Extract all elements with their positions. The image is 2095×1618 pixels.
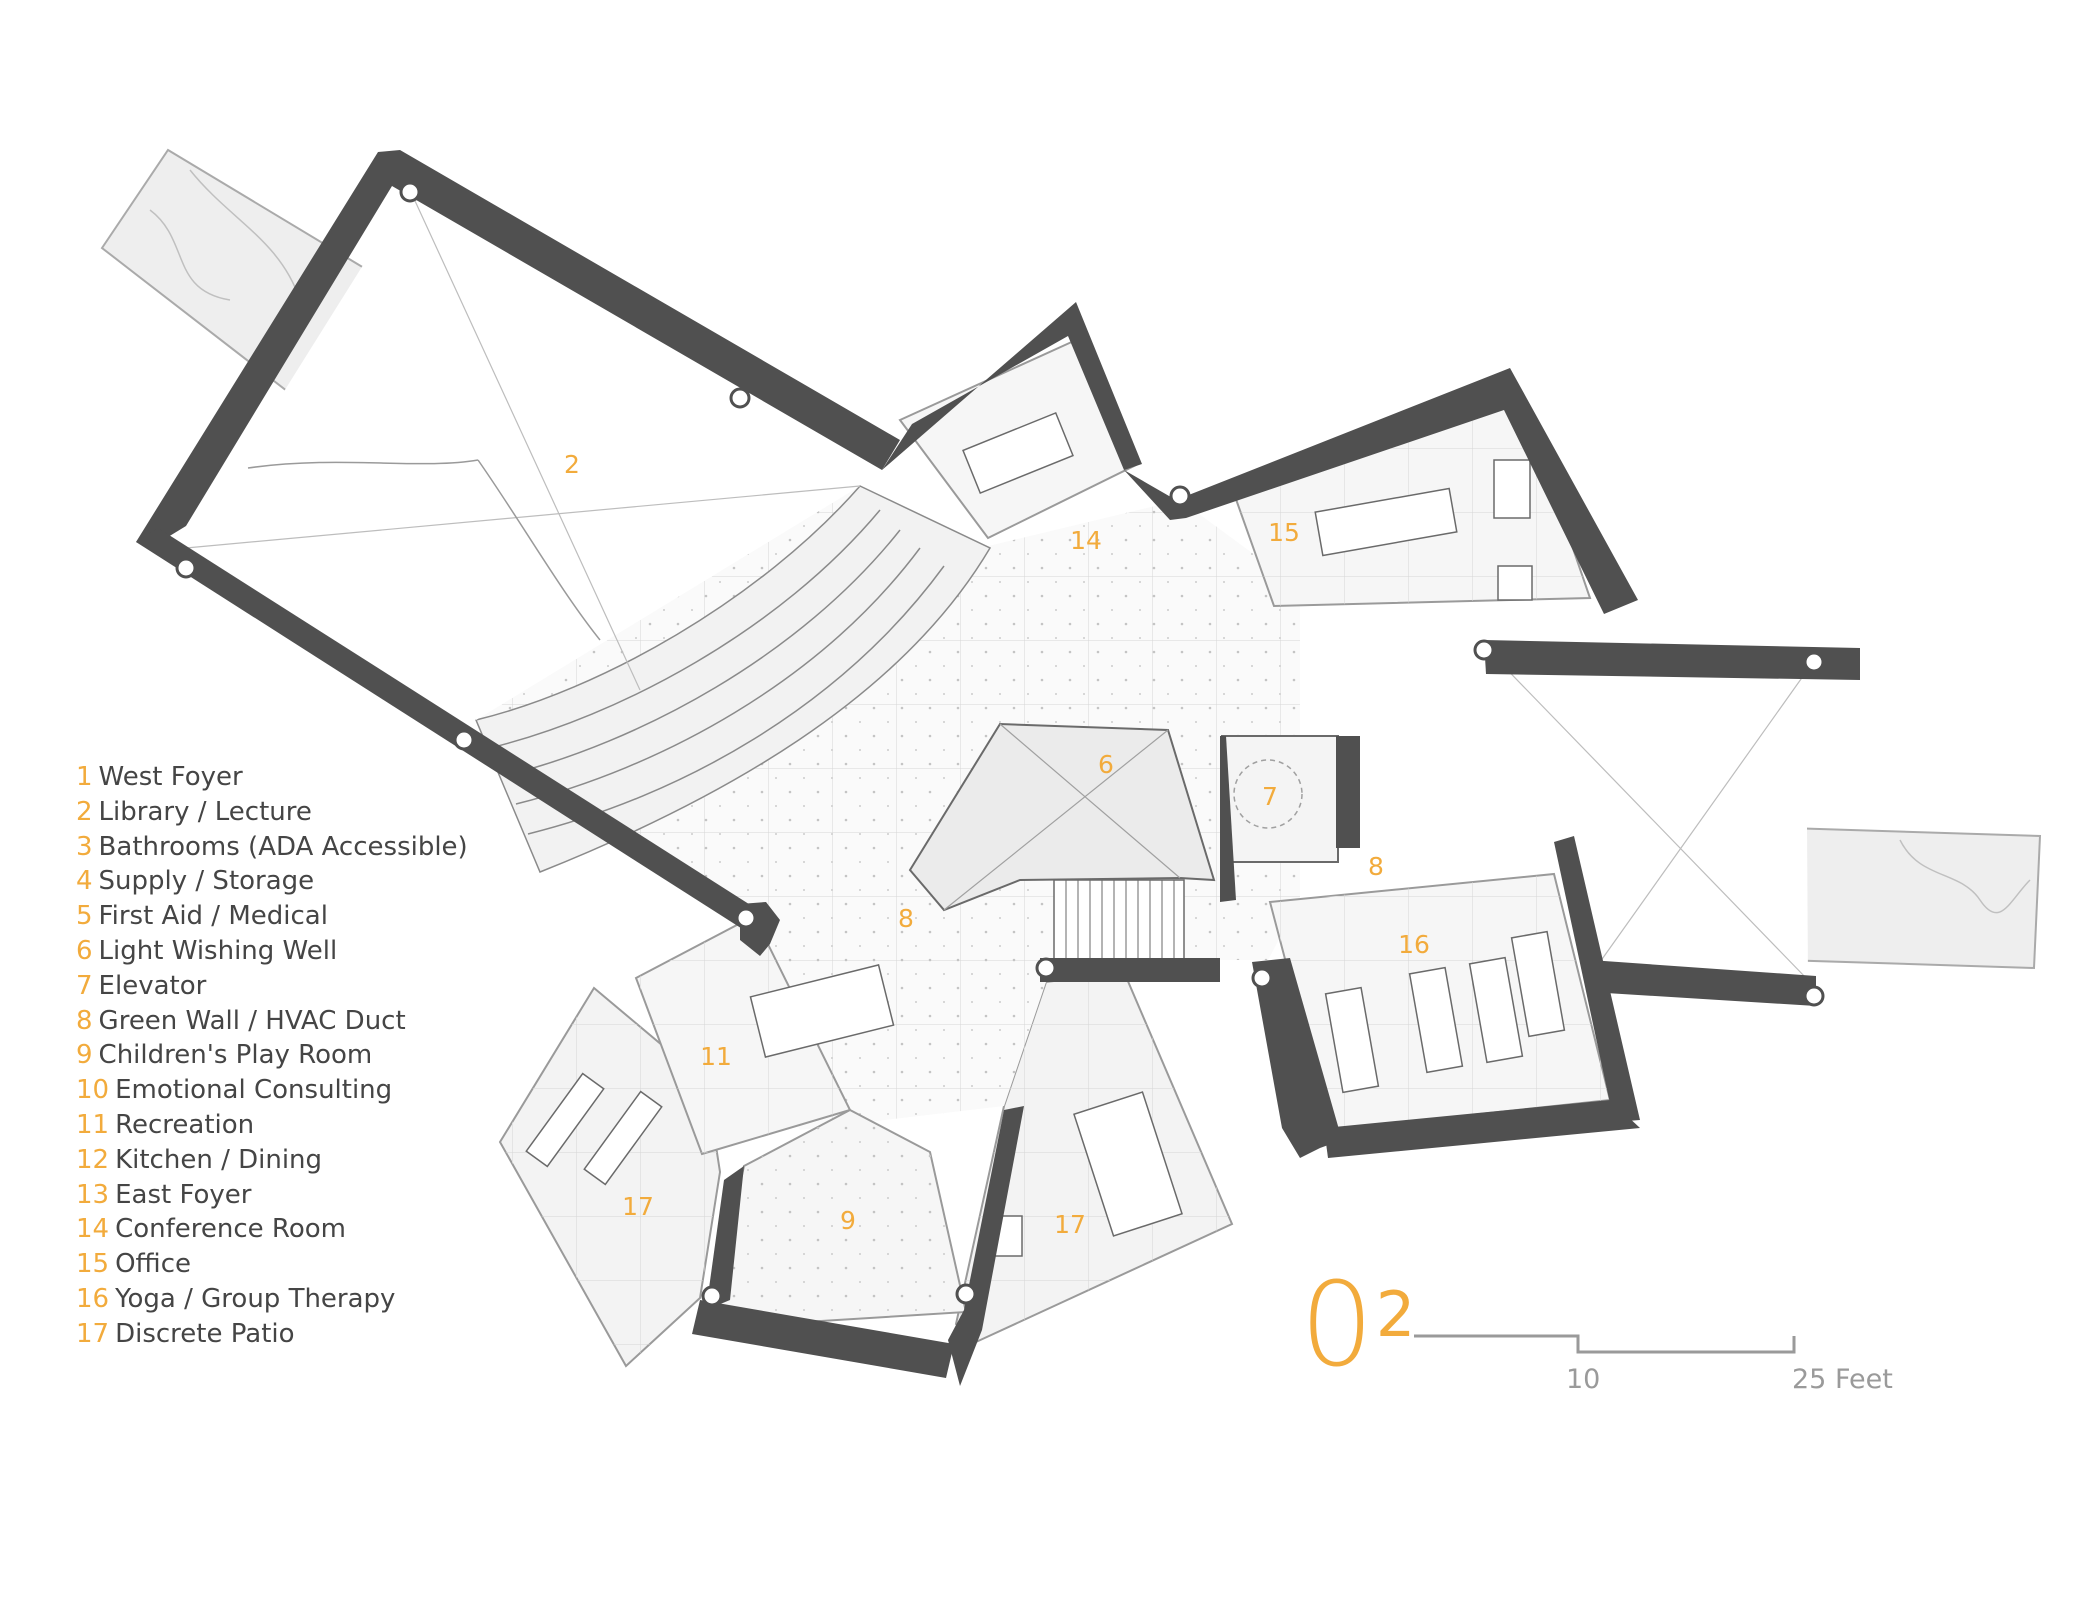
office-room xyxy=(1230,398,1592,608)
columns xyxy=(175,181,1825,1307)
east-foyer xyxy=(1489,651,1809,981)
room-label-patio-west: 17 xyxy=(622,1192,654,1221)
room-label-elevator: 7 xyxy=(1262,782,1278,811)
room-label-office: 15 xyxy=(1268,518,1300,547)
room-label-patio-south: 17 xyxy=(1054,1210,1086,1239)
yoga-room xyxy=(1268,872,1612,1132)
floor-number: 02 xyxy=(1300,1268,1416,1384)
conference-room xyxy=(898,338,1140,540)
library-seating xyxy=(474,485,992,873)
room-label-play-room: 9 xyxy=(840,1206,856,1235)
room-label-conference: 14 xyxy=(1070,526,1102,555)
room-label-library: 2 xyxy=(564,450,580,479)
scale-label-mid: 10 xyxy=(1566,1364,1601,1395)
wishing-well xyxy=(908,722,1216,912)
play-room xyxy=(706,1108,968,1330)
scale-label-end: 25 Feet xyxy=(1792,1364,1893,1395)
room-label-yoga: 16 xyxy=(1398,930,1430,959)
exterior-walls xyxy=(136,150,1860,1386)
library-room xyxy=(185,189,861,720)
floor-number-digit: 0 xyxy=(1300,1258,1374,1393)
room-label-recreation: 11 xyxy=(700,1042,732,1071)
recreation-room xyxy=(634,914,895,1156)
room-label-green-wall-west: 8 xyxy=(898,904,914,933)
site-pad-east xyxy=(1780,826,2042,970)
room-label-green-wall-east: 8 xyxy=(1368,852,1384,881)
scale-bar xyxy=(1414,1334,1796,1354)
floor-number-superscript: 2 xyxy=(1375,1278,1416,1351)
room-label-wishing-well: 6 xyxy=(1098,750,1114,779)
patio-west xyxy=(498,986,722,1368)
elevator xyxy=(1221,735,1339,863)
